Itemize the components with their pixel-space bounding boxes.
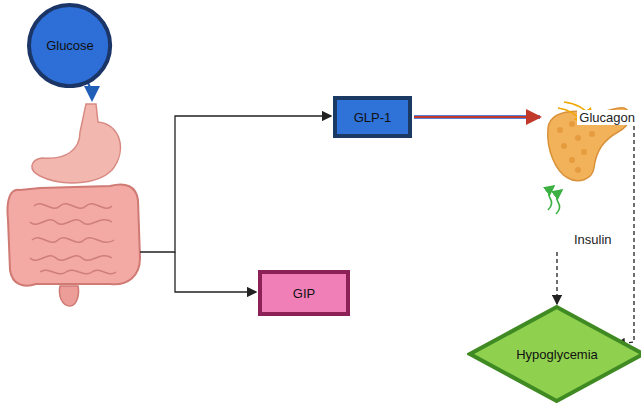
- insulin-release: [548, 186, 554, 210]
- node-text: Glucose: [46, 38, 94, 53]
- node-text: Hypoglycemia: [516, 347, 598, 362]
- effect-line: [600, 118, 634, 344]
- insulin-release: [556, 190, 562, 214]
- hormone-box: GLP-1: [333, 96, 412, 138]
- node-text: GIP: [293, 286, 315, 301]
- hormone-label: Insulin: [572, 232, 614, 247]
- input-circle: Glucose: [27, 3, 112, 88]
- node-text: GLP-1: [354, 110, 392, 125]
- hormone-box: GIP: [258, 270, 350, 316]
- digestive-tract: [8, 104, 141, 306]
- hormone-label: Glucagon: [577, 110, 637, 125]
- stimulation-arrow: [414, 116, 540, 118]
- stimulation-arrow: [414, 115, 540, 119]
- effect-line: [556, 252, 557, 304]
- secretion-line: [175, 252, 256, 292]
- outcome-diamond: Hypoglycemia: [467, 304, 641, 404]
- secretion-line: [140, 116, 331, 252]
